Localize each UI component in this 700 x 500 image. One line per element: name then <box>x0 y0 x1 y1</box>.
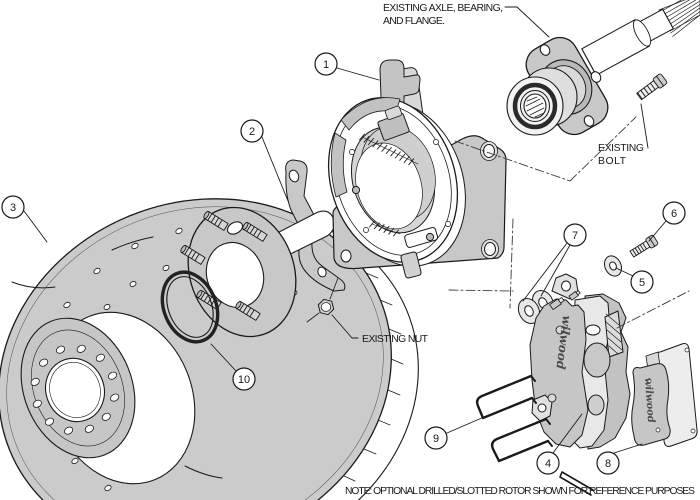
plate-hole <box>483 144 495 158</box>
axle-flange-hole <box>590 71 602 83</box>
bolt-label-line2: BOLT <box>598 156 627 167</box>
caliper-section-hatch <box>604 310 624 358</box>
brake-caliper: wilwood <box>529 273 631 450</box>
text-labels: EXISTING AXLE, BEARING, AND FLANGE. EXIS… <box>331 3 695 497</box>
brake-shoe-left <box>330 132 348 198</box>
adjuster-spring <box>369 220 401 237</box>
callouts: 1 2 3 4 5 6 7 <box>1 52 686 475</box>
bolt-label-line1: EXISTING <box>598 143 644 154</box>
caliper-front-half <box>529 298 589 448</box>
plate-hole <box>484 242 496 256</box>
axle-label-line1: EXISTING AXLE, BEARING, <box>383 3 503 14</box>
note-text: NOTE: OPTIONAL DRILLED/SLOTTED ROTOR SHO… <box>345 486 695 497</box>
callout-3: 3 <box>1 195 48 243</box>
axle-label-line2: AND FLANGE. <box>383 16 445 27</box>
existing-nut <box>306 277 339 323</box>
pad-logo: wilwood <box>642 377 656 423</box>
brake-pads: wilwood <box>631 343 698 447</box>
adjuster <box>404 227 439 248</box>
svg-text:7: 7 <box>572 230 578 242</box>
rotor-chamfer <box>6 206 384 500</box>
caliper-opening-lower <box>587 394 605 416</box>
mount-bolt <box>629 234 659 258</box>
svg-text:9: 9 <box>433 433 439 445</box>
axle-flange-hole <box>539 44 551 56</box>
backing-plate-assembly <box>327 59 507 279</box>
lug-holes <box>30 344 120 435</box>
washer <box>603 255 623 277</box>
callout-9: 9 <box>424 413 492 450</box>
pad-outer <box>631 363 671 446</box>
svg-text:3: 3 <box>10 202 16 214</box>
ring-face-holes <box>349 139 451 233</box>
callout-8: 8 <box>596 443 643 475</box>
plate-hole <box>340 249 352 263</box>
caliper-logo: wilwood <box>553 315 574 371</box>
svg-text:1: 1 <box>323 59 329 71</box>
alignment-centerlines <box>448 116 690 329</box>
callout-2: 2 <box>240 119 289 202</box>
callout-7: 7 <box>522 223 587 302</box>
callout-1: 1 <box>314 52 380 81</box>
return-spring <box>359 133 419 166</box>
axle-flange-hole <box>583 115 595 127</box>
callout-6: 6 <box>648 201 686 242</box>
axle-shaft <box>581 19 650 76</box>
svg-text:5: 5 <box>639 277 645 289</box>
caliper-opening-center <box>583 342 611 378</box>
axle-assembly <box>506 0 700 136</box>
callout-10: 10 <box>210 343 256 391</box>
shoe-stud <box>351 185 361 195</box>
snap-ring <box>160 270 220 344</box>
axle-bearing <box>506 67 578 136</box>
pad-retainer-clips <box>475 374 594 496</box>
shoe-holddown-tab <box>400 251 422 279</box>
rotor-center-hole <box>45 357 105 423</box>
axle-label-leader <box>504 6 550 38</box>
bolt-label-leader <box>640 103 649 149</box>
callout-5: 5 <box>615 267 654 294</box>
shoe-stud <box>425 232 435 242</box>
nut-label: EXISTING NUT <box>362 334 429 345</box>
bleed-screw <box>549 290 581 311</box>
brake-shoe-top <box>340 97 401 131</box>
nut-label-leader <box>331 314 359 339</box>
svg-text:8: 8 <box>605 458 611 470</box>
hub-flange-hole <box>226 221 244 235</box>
hub-flange <box>180 206 297 338</box>
existing-bolt <box>636 73 668 101</box>
svg-text:4: 4 <box>545 458 551 470</box>
callout-4: 4 <box>536 413 583 475</box>
svg-text:10: 10 <box>238 374 250 386</box>
rotor-center-hole-edge <box>49 362 101 418</box>
svg-text:6: 6 <box>671 208 677 220</box>
caliper-opening-upper <box>585 324 601 336</box>
svg-text:2: 2 <box>249 126 255 138</box>
